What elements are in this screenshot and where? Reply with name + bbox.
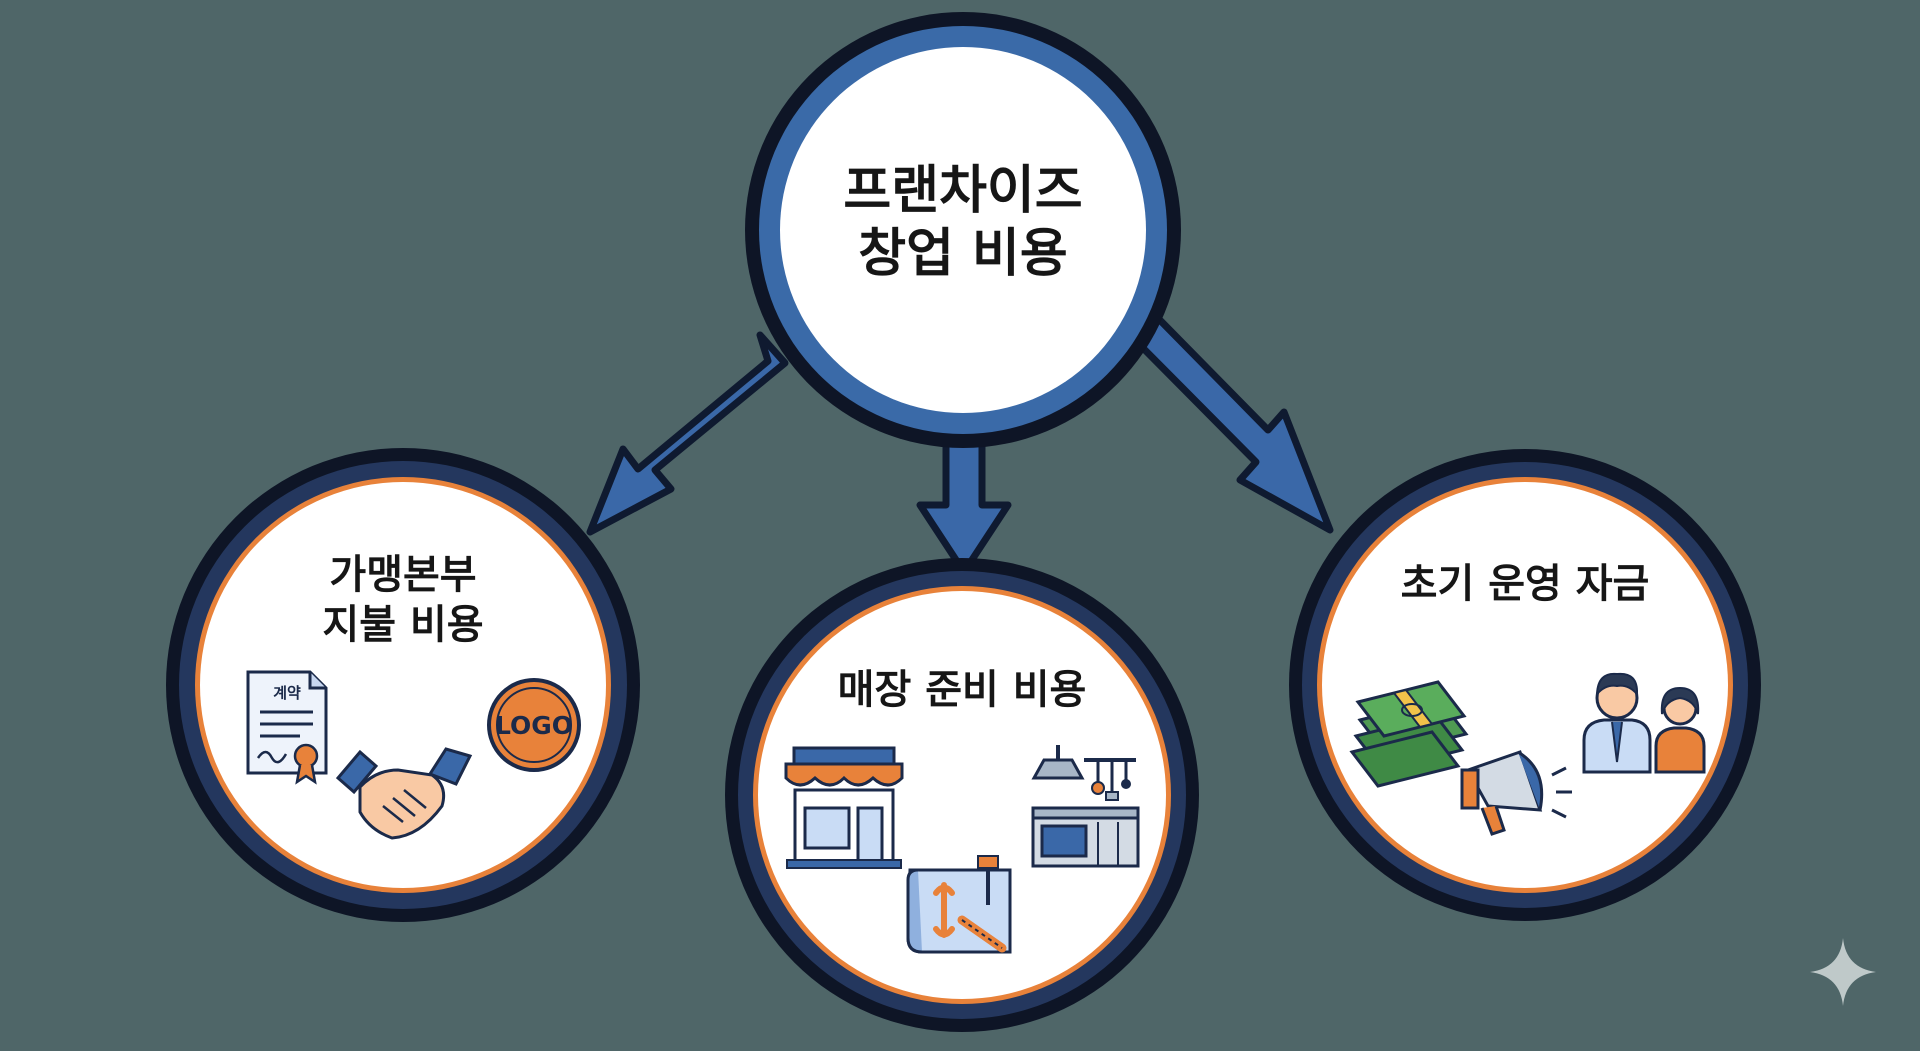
center-title-line1: 프랜차이즈 [843,161,1083,221]
handshake-icon [335,747,473,840]
staff-people-icon [1582,672,1706,774]
left-node-title-line1: 가맹본부 [329,552,477,598]
sparkle-icon [1810,938,1876,1006]
right-node-title: 초기 운영 자금 [1345,560,1705,608]
left-node-title: 가맹본부 지불 비용 [243,550,563,650]
contract-document-icon: 계약 [246,670,328,785]
arrow-to-left [586,331,789,536]
right-node [1289,449,1761,921]
middle-node-title: 매장 준비 비용 [782,666,1142,714]
left-node-title-line2: 지불 비용 [322,602,484,648]
left-node [166,448,640,922]
megaphone-icon [1460,750,1572,836]
storefront-icon [784,746,904,869]
center-title: 프랜차이즈 창업 비용 [763,160,1163,287]
contract-label: 계약 [273,684,301,702]
center-title-line2: 창업 비용 [858,224,1068,285]
middle-node-title-line1: 매장 준비 비용 [837,667,1087,713]
kitchen-equipment-icon [1031,745,1140,868]
money-stack-icon [1349,680,1469,788]
logo-badge-icon: LOGO [487,678,581,772]
arrow-to-right [1120,306,1334,534]
arrow-to-middle [916,436,1012,576]
middle-node [725,558,1199,1032]
logo-label: LOGO [495,711,573,740]
center-node [745,12,1181,448]
right-node-title-line1: 초기 운영 자금 [1400,561,1650,607]
blueprint-tools-icon [906,855,1012,954]
